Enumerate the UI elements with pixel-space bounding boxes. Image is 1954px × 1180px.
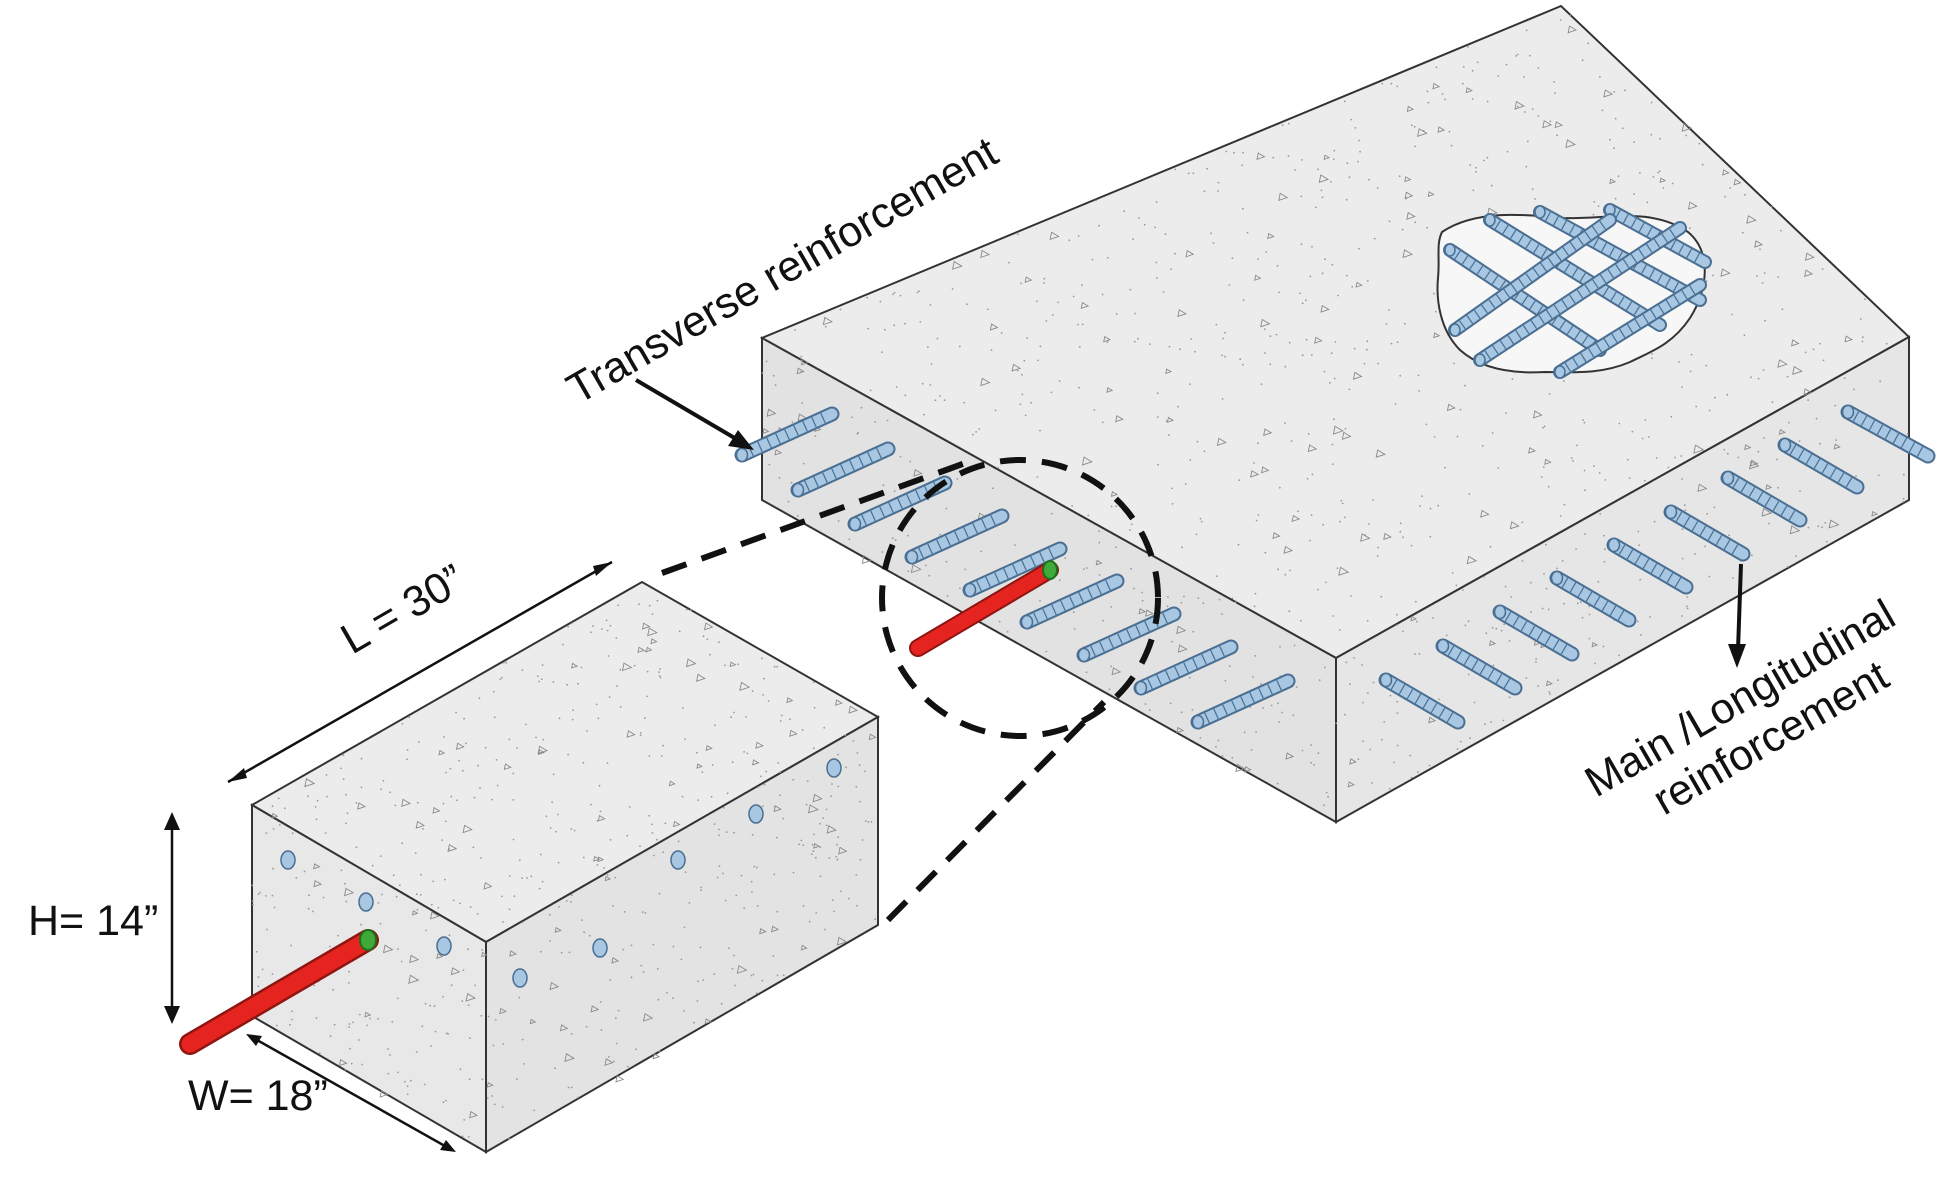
sensor-tip [359, 929, 377, 951]
zoom-connector-bottom [885, 699, 1107, 923]
rebar [904, 508, 1010, 565]
slab-longitudinal-rebars [1378, 404, 1936, 730]
rebar-hole [358, 892, 374, 912]
dimension-width: W= 18” [188, 1034, 456, 1152]
rebar-hole [592, 938, 608, 958]
height-label: H= 14” [28, 897, 158, 945]
rebar [1378, 672, 1466, 730]
zoom-connector-top [660, 459, 970, 576]
rebar [1777, 437, 1865, 495]
rebar [1473, 221, 1687, 367]
mesh-cutaway [1436, 203, 1712, 379]
arrow-head [728, 430, 754, 450]
width-label: W= 18” [188, 1072, 328, 1120]
rebar-hole [748, 804, 764, 824]
rebar [1553, 278, 1707, 379]
zoom-indicator [660, 457, 1161, 923]
rebar [1549, 570, 1637, 628]
rebar [1435, 638, 1523, 696]
rebar [1720, 470, 1808, 528]
rebar [1492, 604, 1580, 662]
rebar [962, 541, 1068, 598]
reinforcement-mesh [1443, 203, 1712, 379]
rebar [1840, 404, 1936, 464]
rebar-hole [512, 968, 528, 988]
slab-transverse-rebars [734, 406, 1296, 730]
rebar [1190, 673, 1296, 730]
rebar [1019, 573, 1125, 630]
rebar-hole [280, 850, 296, 870]
specimen-rebar-holes [280, 758, 842, 988]
arrow-head [1728, 644, 1746, 668]
rebar [1448, 213, 1617, 337]
dimension-height: H= 14” [28, 812, 180, 1024]
slab-aggregate-texture [761, 14, 1909, 807]
concrete-specimen [250, 580, 881, 1154]
slab-sensor-rod [909, 560, 1059, 657]
rebar [1663, 504, 1751, 562]
rebar-hole [826, 758, 842, 778]
specimen-side-face [485, 715, 879, 1154]
rebar-hole [436, 936, 452, 956]
rebar [1443, 243, 1607, 357]
length-label: L = 30” [333, 555, 473, 663]
slab-right-face [1335, 335, 1910, 824]
rebar [1133, 639, 1239, 696]
sensor-tip [1042, 560, 1058, 580]
specimen-aggregate-texture [251, 599, 877, 1140]
rebar [1533, 205, 1707, 307]
specimen-sensor-rod [179, 929, 379, 1055]
rebar-hole [670, 850, 686, 870]
rebar [790, 441, 896, 498]
rebar [1606, 537, 1694, 595]
zoom-circle [879, 457, 1161, 739]
